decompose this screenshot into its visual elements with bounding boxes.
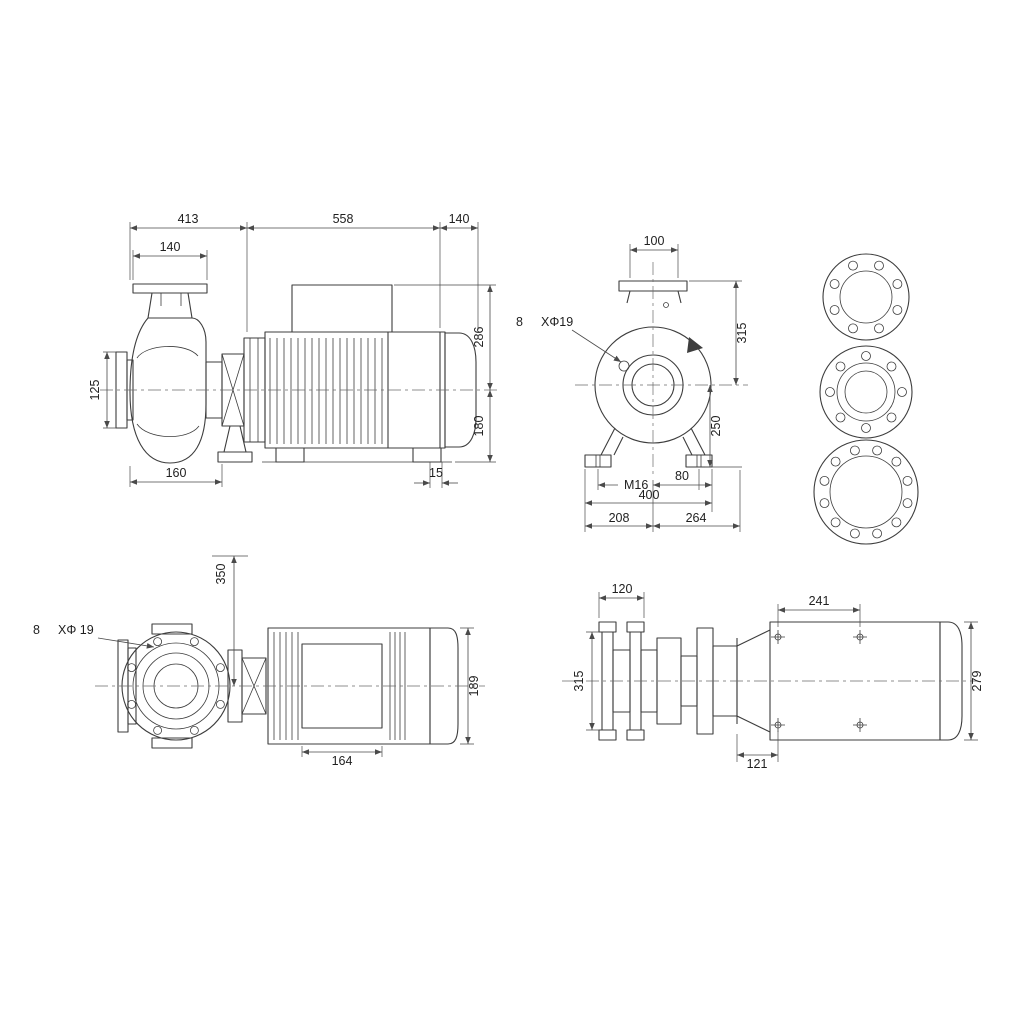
dim-flange-od: 315 (572, 671, 586, 692)
dim-height-top: 286 (472, 327, 486, 348)
flange-inner-circle (839, 270, 893, 324)
dim-foot-hole-offset: 80 (675, 469, 689, 483)
base-view: 120 241 315 279 121 (562, 582, 984, 771)
terminal-box-plan (301, 643, 383, 729)
flange-studs (160, 293, 182, 306)
volute-inner-curves (136, 346, 200, 438)
dim-anchor-thread: M16 (624, 478, 648, 492)
plan-view-outline (95, 623, 485, 749)
casing-pad-bottom (151, 737, 193, 749)
dim-foot-offset: 15 (429, 466, 443, 480)
flange-outer-circle (822, 253, 910, 341)
dim-motor-height: 279 (970, 671, 984, 692)
dim-box-length: 164 (332, 754, 353, 768)
front-view-dimensions: 100 8 XΦ19 315 250 M16 80 400 208 264 (516, 234, 749, 532)
dim-flange-width-base: 120 (612, 582, 633, 596)
coupling-guard-cross-plan (241, 657, 267, 715)
base-view-dimensions: 120 241 315 279 121 (572, 582, 984, 771)
bolt-size-label: XΦ19 (541, 315, 573, 329)
flange-raised-face (836, 362, 896, 422)
dim-motor-length: 558 (333, 212, 354, 226)
dim-hole-offset: 121 (747, 757, 768, 771)
flange-bolt-holes-plan (127, 637, 225, 735)
mounting-hole-markers (771, 630, 867, 732)
bolt-count-label: 8 (516, 315, 523, 329)
flange-bolt-holes (829, 260, 903, 334)
flange-views (813, 253, 919, 545)
dim-volute-width: 160 (166, 466, 187, 480)
side-view: 413 558 140 140 125 286 180 160 15 (88, 212, 497, 488)
dim-base-right: 264 (686, 511, 707, 525)
plan-view: 350 8 XΦ 19 189 164 (33, 555, 485, 768)
plan-view-dimensions: 350 8 XΦ 19 189 164 (33, 555, 481, 768)
flange-outer-circle (819, 345, 913, 439)
bolt-size-label-plan: XΦ 19 (58, 623, 94, 637)
flange-bolt-top-right (626, 621, 645, 633)
dim-flange-width: 140 (160, 240, 181, 254)
casing-pad-top (151, 623, 193, 635)
anchor-slots (595, 455, 702, 467)
side-view-dimensions: 413 558 140 140 125 286 180 160 15 (88, 212, 496, 488)
volute-casing (129, 317, 207, 464)
support-leg (223, 425, 247, 453)
base-view-outline (562, 621, 978, 741)
dim-center-height: 250 (709, 416, 723, 437)
flange-bolt-bottom-right (626, 729, 645, 741)
discharge-flange (132, 283, 208, 294)
flange-bolt-bottom-left (598, 729, 617, 741)
dim-flange-face: 350 (214, 564, 228, 585)
casing-legs (600, 427, 706, 456)
flange-bottom (813, 439, 919, 545)
motor-fins (269, 338, 383, 444)
dim-discharge-port: 100 (644, 234, 665, 248)
coupling-guard-cross (221, 353, 245, 427)
flange-bore (844, 370, 888, 414)
bolt-leader-line-plan (97, 637, 155, 649)
vent-plug (663, 302, 669, 308)
flange-bolt-hole (618, 360, 630, 372)
discharge-neck (147, 292, 193, 319)
front-view: 100 8 XΦ19 315 250 M16 80 400 208 264 (516, 234, 749, 532)
casing-lug (687, 337, 703, 353)
discharge-neck-front (626, 290, 682, 304)
dim-fan-cover: 140 (449, 212, 470, 226)
flange-bore (829, 455, 903, 529)
terminal-box (291, 284, 393, 333)
foot-left (584, 454, 612, 468)
right-extension-lines (394, 284, 496, 463)
dim-hole-spacing: 241 (809, 594, 830, 608)
top-extension-lines (129, 222, 479, 332)
dim-motor-width: 189 (467, 676, 481, 697)
dim-height-bottom: 180 (472, 416, 486, 437)
dim-base-left: 208 (609, 511, 630, 525)
flange-bolt-holes (825, 351, 907, 433)
bolt-count-label-plan: 8 (33, 623, 40, 637)
flange-bolt-holes (819, 445, 913, 539)
flange-top (822, 253, 910, 341)
side-view-outline (100, 283, 497, 464)
dim-flange-height: 315 (735, 323, 749, 344)
bolt-leader-line (571, 329, 622, 363)
support-foot (217, 451, 253, 463)
dim-base-width: 400 (639, 488, 660, 502)
dim-suction-port: 125 (88, 380, 102, 401)
flange-middle (819, 345, 913, 439)
flange-bolt-top-left (598, 621, 617, 633)
dim-pump-length: 413 (178, 212, 199, 226)
flange-outer-circle (813, 439, 919, 545)
